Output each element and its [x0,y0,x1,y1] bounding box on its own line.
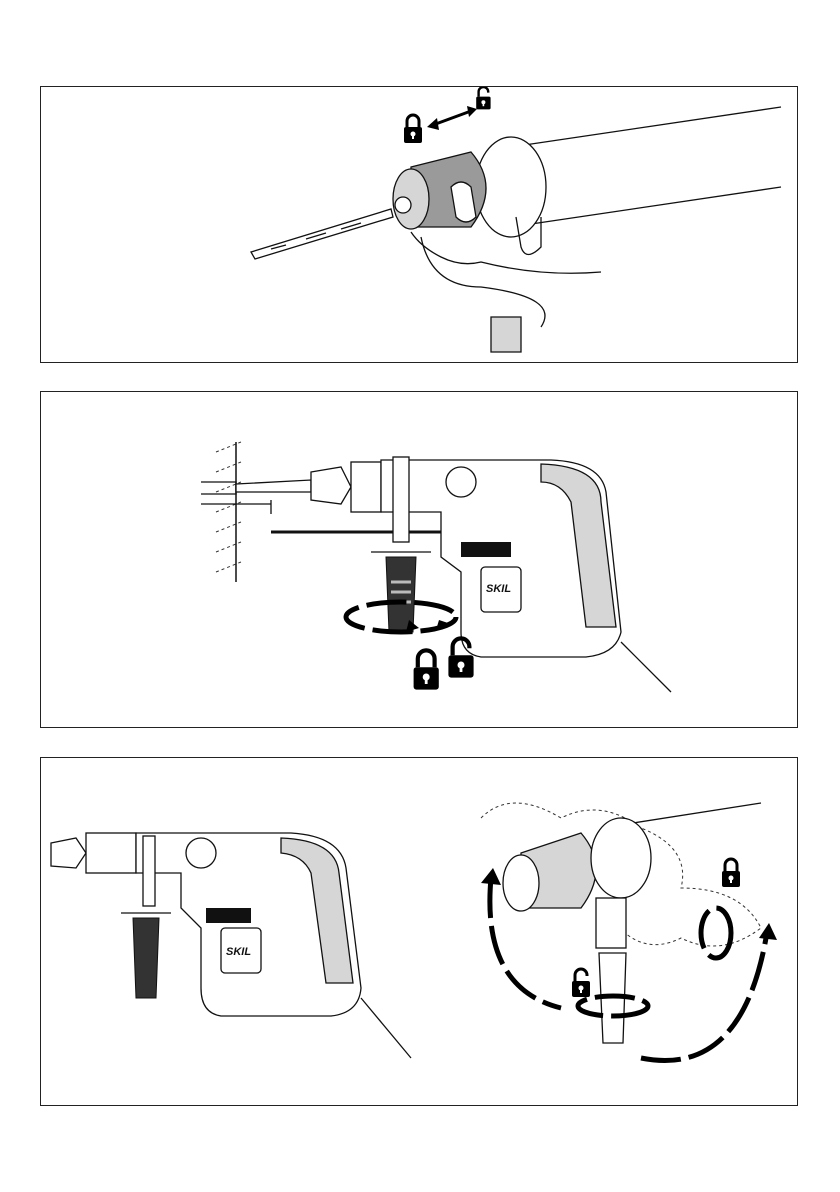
hammer-drill-body-illustration [475,106,782,353]
lock-icon [402,113,424,145]
unlock-icon [475,87,492,111]
figure-depth-stop-handle: SKIL [40,391,798,728]
hand-illustration [410,181,602,328]
drill-bit-illustration [250,208,394,260]
brand-logo: SKIL [226,946,251,958]
rotate-arrow-icon [343,599,459,635]
hammer-drill-illustration: SKIL [235,459,672,693]
hammer-drill-illustration: SKIL [50,832,412,1059]
wall-illustration [201,441,272,582]
handle-rotation-illustration [480,802,762,1044]
lock-icon [720,857,742,889]
double-arrow-icon [427,106,477,130]
brand-logo: SKIL [486,583,511,595]
lock-icon [414,650,439,689]
figure-handle-positioning: SKIL [40,757,798,1106]
unlock-icon [570,967,592,999]
rotate-arrow-icon [481,868,777,1063]
side-handle-illustration [371,456,431,633]
figure-chuck-bit-insert [40,86,798,363]
unlock-icon [448,638,473,677]
